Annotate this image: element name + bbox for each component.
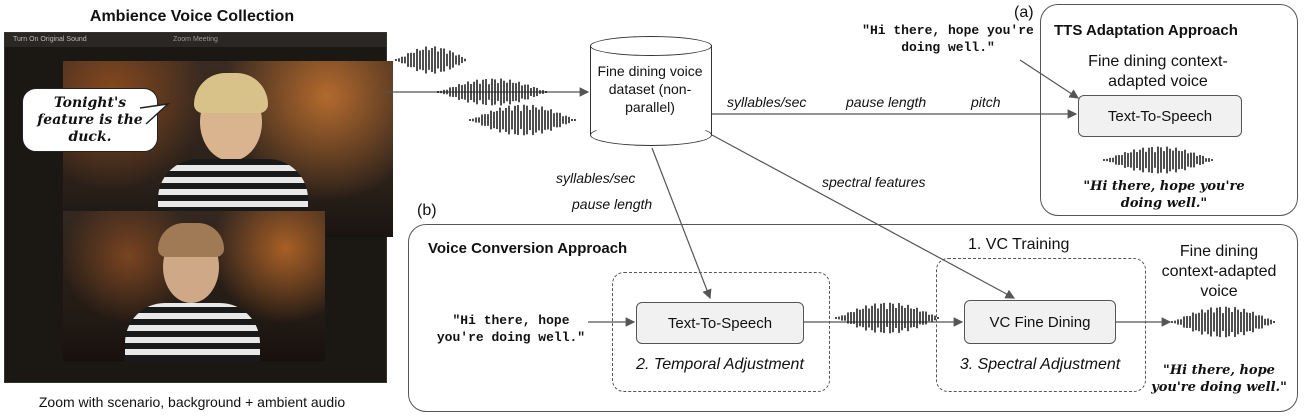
edge-label-pause-top: pause length [846,94,927,110]
edge-label-syllables-top: syllables/sec [727,94,807,110]
vc-tts-process: Text-To-Speech [636,302,804,344]
tts-top-process: Text-To-Speech [1078,95,1242,137]
vc-fine-dining-process: VC Fine Dining [964,300,1116,344]
vc-output-text: "Hi there, hope you're doing well." [1151,363,1287,395]
spectral-adjustment-box [936,258,1146,392]
waveform-icons [395,46,1275,338]
edge-label-spectral: spectral features [822,174,926,190]
vc-training-label: 1. VC Training [968,236,1070,253]
bubble-tail [139,102,171,125]
striped-shirt-2 [125,303,260,361]
temporal-adjustment-box [612,272,830,392]
participant-video-2 [63,211,325,361]
edge-label-pitch-top: pitch [971,94,1001,110]
vc-title: Voice Conversion Approach [428,240,628,257]
dataset-cylinder-bottom [590,124,712,146]
tag-b: (b) [417,202,437,219]
tts-output-text: "Hi there, hope you're doing well." [1083,179,1245,211]
left-caption: Zoom with scenario, background + ambient… [38,394,346,410]
text-to-tts-arrow [1019,59,1080,99]
temporal-label: 2. Temporal Adjustment [636,356,804,373]
speech-bubble: Tonight's feature is the duck. [22,88,158,152]
edge-label-syllables-left: syllables/sec [556,170,636,186]
zoom-window-title: Zoom Meeting [173,36,218,43]
edge-label-pause-left: pause length [572,196,653,212]
tag-a: (a) [1014,4,1034,21]
zoom-topbar: Turn On Original Sound Zoom Meeting [5,33,386,47]
original-sound-toggle: Turn On Original Sound [13,36,87,43]
dataset-cylinder [590,45,712,135]
ambience-title: Ambience Voice Collection [89,8,295,25]
waveform-icon-3 [469,104,576,136]
tts-adaptation-panel [1040,4,1298,216]
waveform-icon-vc-out [1171,306,1275,338]
waveform-icon-1 [395,46,466,74]
dataset-to-vc-tts-arrow [651,147,712,300]
zoom-screenshot: Turn On Original Sound Zoom Meeting [4,32,393,383]
spectral-label: 3. Spectral Adjustment [959,356,1121,373]
waveform-icon-tts-top [1103,146,1213,174]
tts-subtitle: Fine dining context-adapted voice [1088,53,1228,90]
dataset-to-vc-arrow [711,134,1016,299]
dataset-cylinder-top [590,36,712,56]
dataset-label: Fine dining voice dataset (non-parallel) [597,63,703,115]
waveform-icon-2 [437,78,547,106]
vc-panel [408,224,1298,412]
participant-hair-2 [158,223,224,257]
vc-output-title: Fine dining context-adapted voice [1161,243,1277,300]
vc-input-text: "Hi there, hope you're doing well." [436,313,586,345]
tts-adaptation-title: TTS Adaptation Approach [1054,22,1238,39]
tts-input-text: "Hi there, hope you're doing well." [862,23,1034,55]
participant-hair-1 [194,73,268,113]
waveform-icon-vc-mid [835,302,939,334]
